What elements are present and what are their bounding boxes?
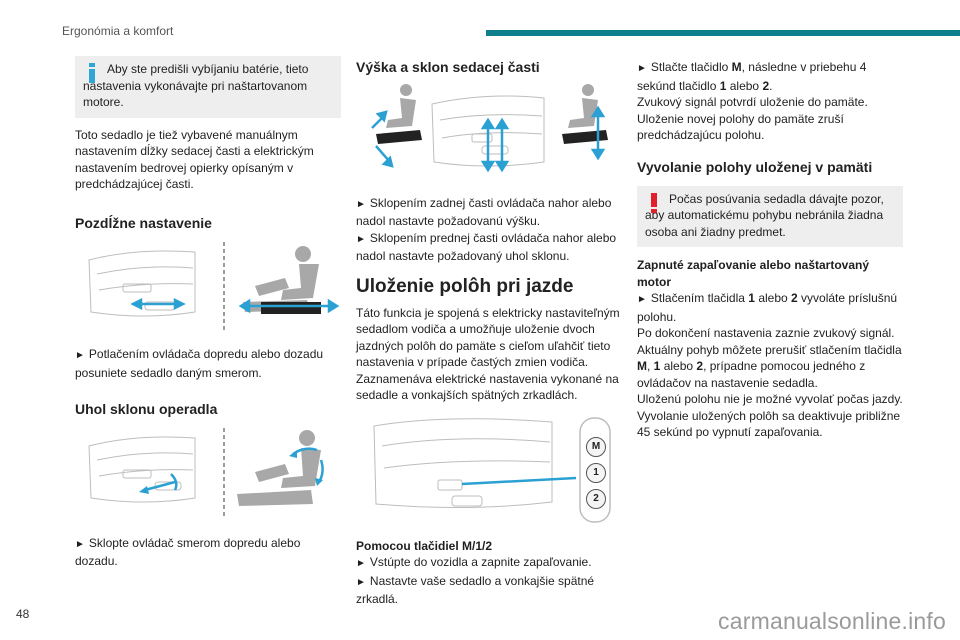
arrow-right-icon: ► <box>356 198 366 210</box>
arrow-right-icon: ► <box>356 576 366 588</box>
recall-done: Po dokončení nastavenia zaznie zvukový s… <box>637 326 895 340</box>
heading-recall: Vyvolanie polohy uloženej v pamäti <box>637 158 873 175</box>
bullet-longitudinal: ►Potlačením ovládača dopredu alebo dozad… <box>75 347 324 380</box>
seat-longitudinal-illustration <box>88 241 340 330</box>
info-icon <box>89 63 95 83</box>
heading-memory: Uloženie polôh pri jazde <box>356 275 574 297</box>
column-1: Aby ste predišli vybíjaniu batérie, tiet… <box>75 56 341 570</box>
seat-height-tilt-illustration <box>371 84 608 173</box>
bullet-recline: ►Sklopte ovládač smerom dopredu alebo do… <box>75 535 301 569</box>
overwrite-note: Uloženie novej polohy do pamäte zruší pr… <box>637 111 844 143</box>
page-number: 48 <box>16 607 30 621</box>
heading-buttons: Pomocou tlačidiel M/1/2 <box>356 538 493 553</box>
arrow-right-icon: ► <box>637 63 647 74</box>
bullet-enter-vehicle: ►Vstúpte do vozidla a zapnite zapaľovani… <box>356 555 592 569</box>
memory-button-m[interactable]: M <box>586 436 606 457</box>
deactivation-note: Vyvolanie uložených polôh sa deaktivuje … <box>637 408 901 440</box>
arrow-right-icon: ► <box>356 233 366 245</box>
info-note: Aby ste predišli vybíjaniu batérie, tiet… <box>75 56 341 118</box>
memory-mirrors: Zaznamenáva elektrické nastavenia vykona… <box>356 371 619 403</box>
arrow-right-icon: ► <box>75 538 85 550</box>
memory-button-2[interactable]: 2 <box>586 488 606 509</box>
heading-longitudinal: Pozdĺžne nastavenie <box>75 214 212 231</box>
bullet-front-tilt: ►Sklopením prednej časti ovládača nahor … <box>356 230 617 264</box>
arrow-right-icon: ► <box>75 350 85 361</box>
bullet-adjust-seat: ►Nastavte vaše sedadlo a vonkajšie spätn… <box>356 573 595 607</box>
arrow-right-icon: ► <box>637 294 647 305</box>
heading-recline: Uhol sklonu operadla <box>75 401 218 417</box>
heading-height-tilt: Výška a sklon sedacej časti <box>356 59 540 75</box>
header-title: Ergonómia a komfort <box>62 24 174 38</box>
bullet-rear-height: ►Sklopením zadnej časti ovládača nahor a… <box>356 195 612 229</box>
warning-note: Počas posúvania sedadla dávajte pozor, a… <box>637 185 903 247</box>
header-accent-bar <box>486 30 960 36</box>
memory-button-1[interactable]: 1 <box>586 462 606 483</box>
info-note-text: Aby ste predišli vybíjaniu batérie, tiet… <box>83 62 309 109</box>
ignition-condition: Zapnuté zapaľovanie alebo naštartovaný m… <box>637 258 870 289</box>
column-2: Výška a sklon sedacej časti ►Sklopením z… <box>356 56 622 608</box>
arrow-right-icon: ► <box>356 558 366 569</box>
watermark: carmanualsonline.info <box>718 608 946 634</box>
beep-confirmation: Zvukový signál potvrdí uloženie do pamät… <box>637 95 868 109</box>
column-3: ►Stlačte tlačidlo M, následne v priebehu… <box>637 56 903 441</box>
seat-recline-illustration <box>88 428 324 516</box>
bullet-recall: ►Stlačením tlačidla 1 alebo 2 vyvoláte p… <box>637 291 898 324</box>
no-recall-driving: Uloženú polohu nie je možné vyvolať poča… <box>637 392 903 406</box>
memory-intro: Táto funkcia je spojená s elektricky nas… <box>356 305 620 370</box>
memory-buttons-illustration: M 1 2 <box>356 412 622 528</box>
warning-icon <box>651 192 657 213</box>
intro-text: Toto sedadlo je tiež vybavené manuálnym … <box>75 127 314 192</box>
warning-note-text: Počas posúvania sedadla dávajte pozor, a… <box>645 191 884 239</box>
seat-side-illustration <box>373 416 611 523</box>
interrupt-note: Aktuálny pohyb môžete prerušiť stlačením… <box>637 342 902 390</box>
bullet-save-position: ►Stlačte tlačidlo M, následne v priebehu… <box>637 60 867 93</box>
